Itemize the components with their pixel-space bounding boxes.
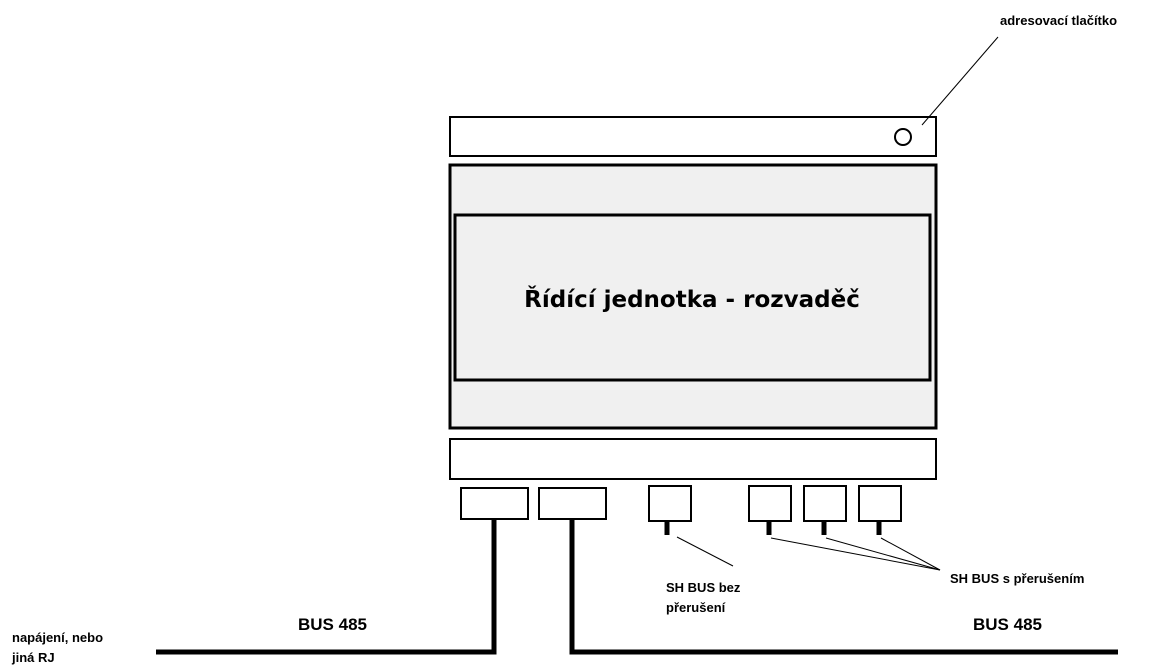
bottom-panel <box>449 438 937 480</box>
sh-bus-break-label: SH BUS s přerušením <box>950 571 1084 586</box>
rj-connector-center <box>538 487 607 520</box>
unit-title: Řídící jednotka - rozvaděč <box>524 285 860 313</box>
rj-connector-left <box>460 487 529 520</box>
bus-485-label-right: BUS 485 <box>973 615 1042 634</box>
sh-break-leader-line-3 <box>880 537 941 571</box>
top-panel <box>449 116 937 157</box>
sh-connector-break-1 <box>748 485 792 522</box>
sh-connector-break-2 <box>803 485 847 522</box>
sh-no-break-leader-line <box>676 536 734 567</box>
bus-cable-left <box>156 519 497 655</box>
sh-bus-no-break-label-line1: SH BUS bez <box>666 580 741 595</box>
sh-connector-no-break <box>648 485 692 522</box>
sh-connector-break-3 <box>858 485 902 522</box>
bus-cable-right <box>569 519 1118 655</box>
bus-485-label-left: BUS 485 <box>298 615 367 634</box>
sh-bus-no-break-label-line2: přerušení <box>666 600 726 615</box>
power-label-line1: napájení, nebo <box>12 630 103 645</box>
sh-break-leader-line-2 <box>825 537 941 571</box>
display-panel <box>453 213 932 382</box>
power-label-line2: jiná RJ <box>11 650 55 665</box>
address-button-icon[interactable] <box>894 128 912 146</box>
address-button-leader-line <box>921 36 999 126</box>
sh-break-leader-line-1 <box>770 537 941 571</box>
address-button-label: adresovací tlačítko <box>1000 13 1117 28</box>
